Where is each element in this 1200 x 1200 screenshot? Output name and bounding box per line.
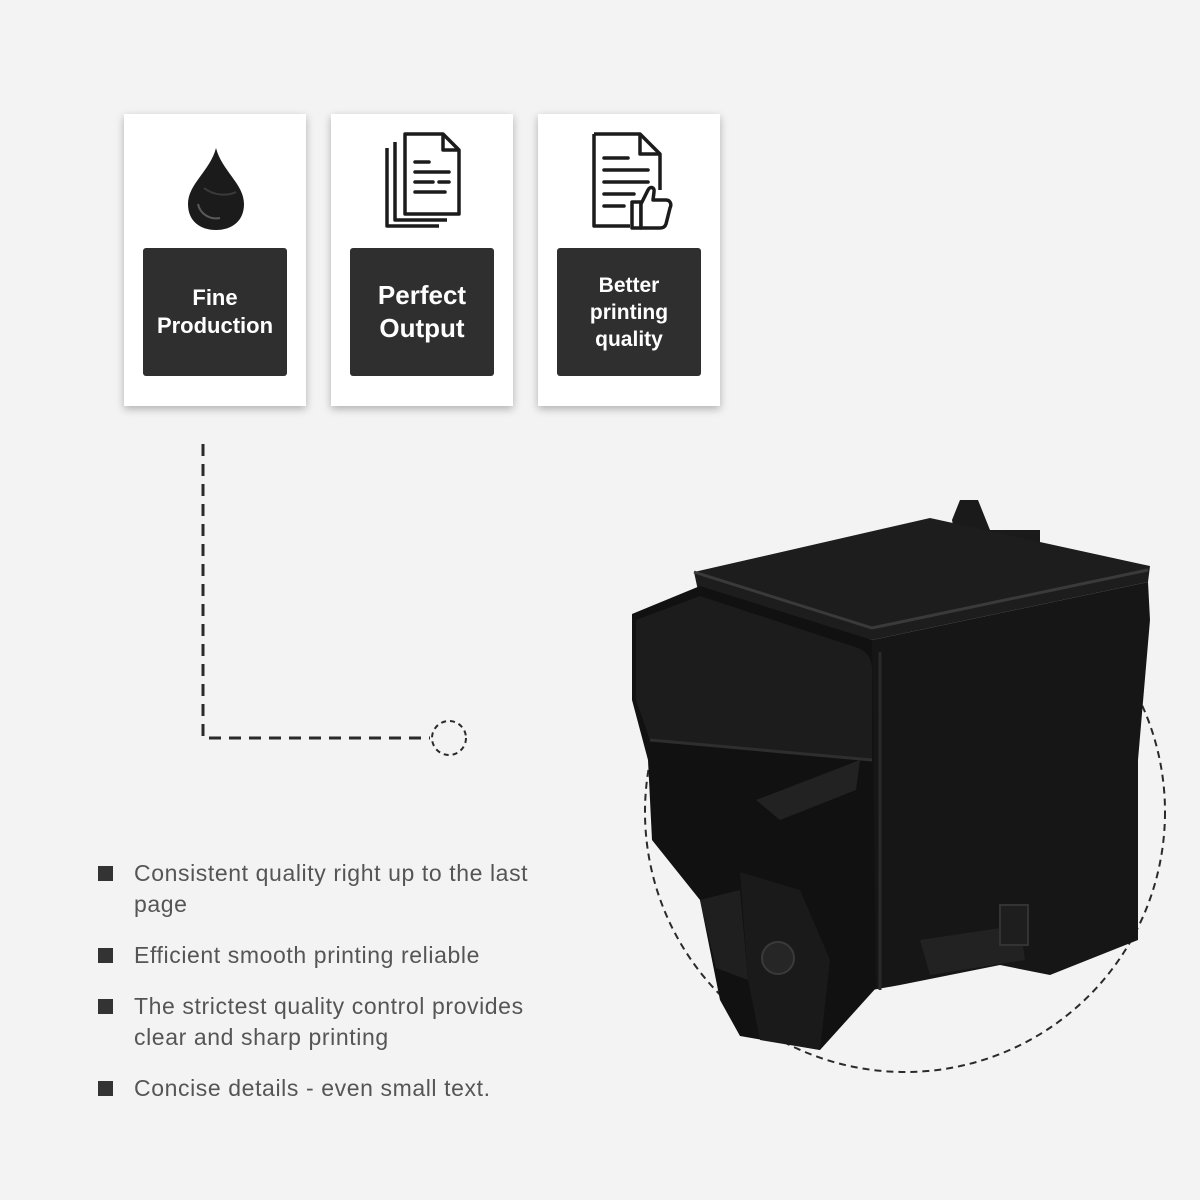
bullet-item: Concise details - even small text.: [96, 1073, 536, 1104]
bullet-text: Consistent quality right up to the last …: [134, 860, 529, 917]
feature-bullet-list: Consistent quality right up to the last …: [96, 858, 536, 1124]
bullet-text: Concise details - even small text.: [134, 1075, 491, 1101]
document-thumbs-up-icon: [592, 132, 673, 230]
bullet-item: Efficient smooth printing reliable: [96, 940, 536, 971]
ink-drop-icon: [188, 148, 244, 230]
square-bullet-icon: [98, 866, 113, 881]
feature-label: Perfect Output: [350, 248, 494, 376]
feature-card-perfect-output: Perfect Output: [331, 114, 513, 406]
bullet-text: The strictest quality control provides c…: [134, 993, 524, 1050]
square-bullet-icon: [98, 1081, 113, 1096]
feature-label: Fine Production: [143, 248, 287, 376]
square-bullet-icon: [98, 999, 113, 1014]
bullet-item: Consistent quality right up to the last …: [96, 858, 536, 920]
square-bullet-icon: [98, 948, 113, 963]
bullet-text: Efficient smooth printing reliable: [134, 942, 480, 968]
bullet-item: The strictest quality control provides c…: [96, 991, 536, 1053]
feature-card-fine-production: Fine Production: [124, 114, 306, 406]
feature-label: Better printing quality: [557, 248, 701, 376]
document-stack-icon: [385, 132, 461, 228]
feature-card-better-quality: Better printing quality: [538, 114, 720, 406]
